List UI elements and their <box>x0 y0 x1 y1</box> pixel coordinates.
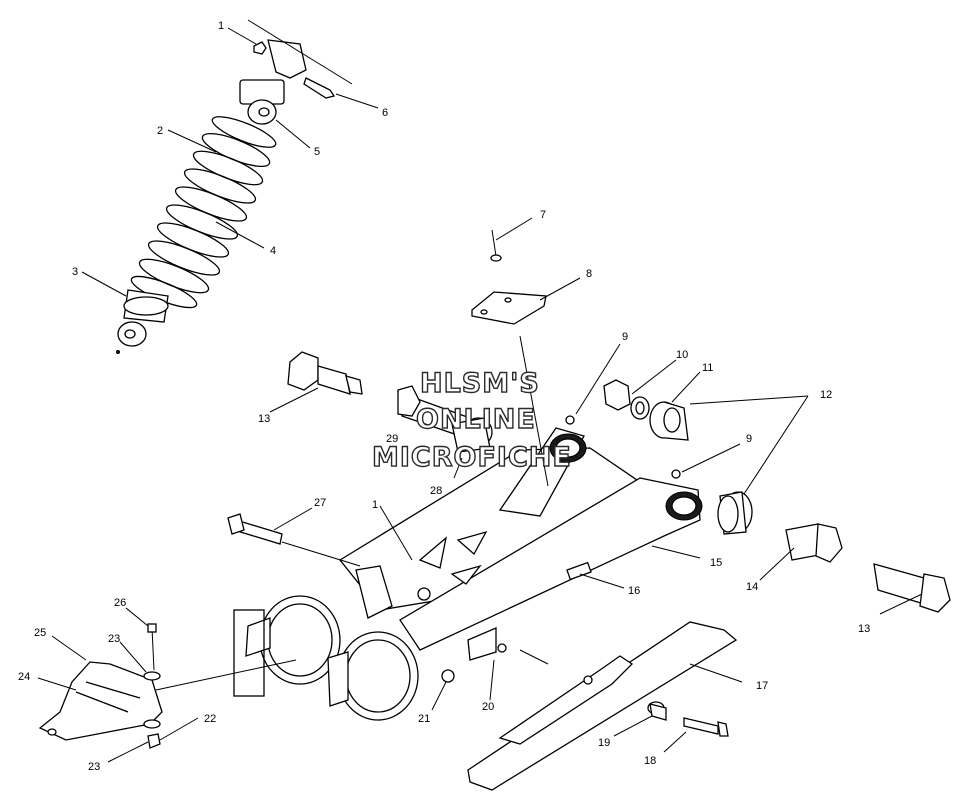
callout-22: 22 <box>204 713 216 725</box>
callout-20: 20 <box>482 701 494 713</box>
callout-16: 16 <box>628 585 640 597</box>
callout-1-arm: 1 <box>372 499 378 511</box>
leader-lines <box>37 27 923 763</box>
pin-and-plate <box>471 229 547 325</box>
slide-rail <box>441 621 738 791</box>
callout-28: 28 <box>430 485 442 497</box>
callout-23-lower: 23 <box>88 761 100 773</box>
swing-arm <box>227 427 703 721</box>
callout-24: 24 <box>18 671 30 683</box>
callout-19: 19 <box>598 737 610 749</box>
lower-bracket <box>38 623 297 749</box>
watermark-line-2: ONLINE <box>416 404 536 435</box>
callout-10: 10 <box>676 349 688 361</box>
nut-1 <box>253 41 267 55</box>
callout-23-upper: 23 <box>108 633 120 645</box>
callout-11: 11 <box>702 362 713 374</box>
bolt-6 <box>303 77 336 99</box>
plate-8 <box>471 291 547 325</box>
pivot-hardware <box>565 379 951 613</box>
callout-18: 18 <box>644 755 656 767</box>
watermark: HLSM'S ONLINE MICROFICHE <box>371 367 572 473</box>
callout-2: 2 <box>157 125 163 137</box>
spring <box>130 116 277 309</box>
callout-14: 14 <box>746 581 758 593</box>
pivot-bolt-left <box>287 351 493 453</box>
callout-13-right: 13 <box>858 623 870 635</box>
callout-13-left: 13 <box>258 413 270 425</box>
watermark-line-1: HLSM'S <box>420 368 540 399</box>
watermark-line-3: MICROFICHE <box>372 442 572 473</box>
callout-1-top: 1 <box>218 20 224 32</box>
callout-21: 21 <box>418 713 430 725</box>
callout-7: 7 <box>540 209 546 221</box>
callout-5: 5 <box>314 146 320 158</box>
callout-15: 15 <box>710 557 722 569</box>
callout-8: 8 <box>586 268 592 280</box>
callout-25: 25 <box>34 627 46 639</box>
callout-17: 17 <box>756 680 768 692</box>
callout-9-upper: 9 <box>622 331 628 343</box>
callout-6: 6 <box>382 107 388 119</box>
callout-9-lower: 9 <box>746 433 752 445</box>
callout-26: 26 <box>114 597 126 609</box>
callout-4: 4 <box>270 245 276 257</box>
callout-12: 12 <box>820 389 832 401</box>
callout-27: 27 <box>314 497 326 509</box>
callout-labels: 1 6 2 5 4 3 7 8 9 10 11 12 13 29 28 9 27… <box>18 20 870 773</box>
callout-3: 3 <box>72 266 78 278</box>
callout-29: 29 <box>386 433 398 445</box>
shock-absorber <box>116 19 353 354</box>
upper-bracket <box>267 39 307 79</box>
